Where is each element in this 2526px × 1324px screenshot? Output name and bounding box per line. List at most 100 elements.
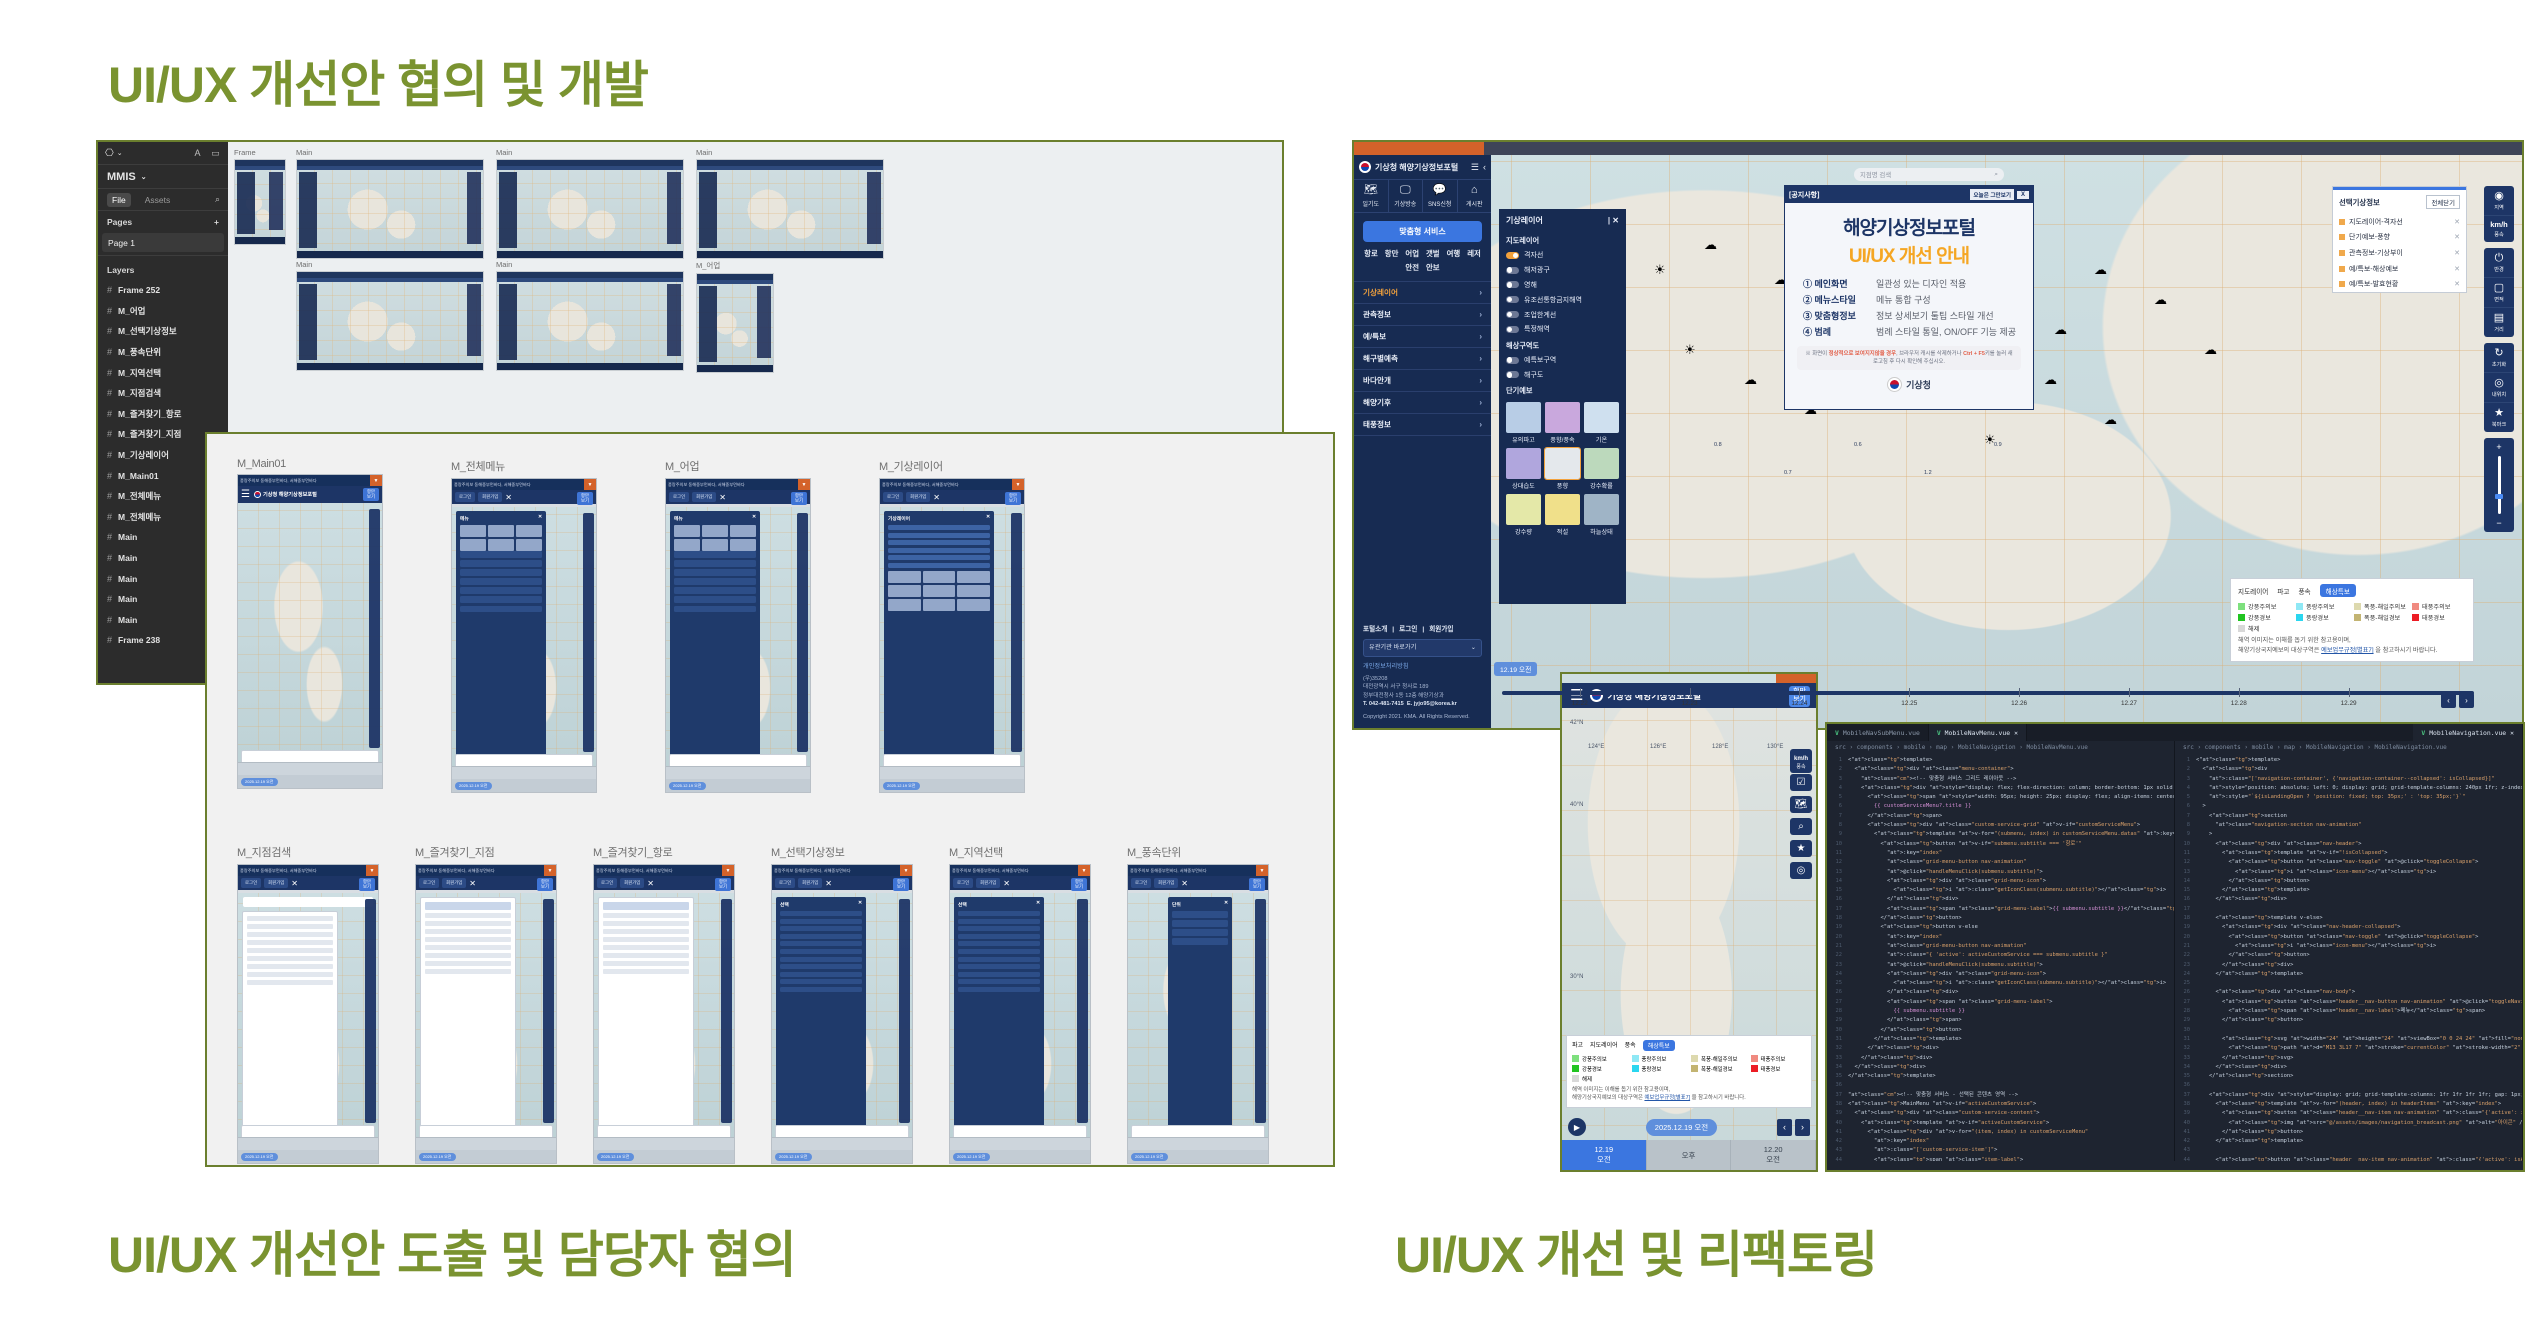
- zoom-knob[interactable]: [2495, 493, 2503, 499]
- layer-item[interactable]: #M_Main01: [98, 465, 228, 486]
- signup-chip[interactable]: 회원가입: [620, 878, 645, 888]
- selection-row[interactable]: [780, 926, 862, 932]
- signup-chip[interactable]: 회원가입: [692, 492, 717, 502]
- login-chip[interactable]: 로그인: [597, 878, 618, 888]
- sidebar-menu-item[interactable]: 관측정보›: [1354, 304, 1491, 326]
- close-popup-button[interactable]: X: [2016, 190, 2029, 199]
- frame-thumb[interactable]: [696, 159, 884, 259]
- search-field[interactable]: [243, 897, 373, 907]
- mylocation-tool-icon[interactable]: ◎: [1790, 862, 1812, 879]
- zoom-out-icon[interactable]: −: [2496, 517, 2502, 528]
- forecast-grid[interactable]: [888, 570, 990, 611]
- remove-icon[interactable]: ✕: [2454, 234, 2460, 242]
- notice-dropdown-icon[interactable]: ▼: [1078, 865, 1090, 876]
- legend-tab[interactable]: 지도레이어: [1590, 1042, 1618, 1049]
- selection-row[interactable]: [780, 956, 862, 962]
- menu-row[interactable]: [674, 605, 756, 613]
- canvas-frame[interactable]: Main: [696, 148, 884, 259]
- mobile-map-toolbar[interactable]: [365, 899, 376, 1123]
- forecast-thumb-cell[interactable]: 유의파고: [1506, 402, 1541, 444]
- menu-cell[interactable]: [488, 525, 514, 537]
- legend-tab[interactable]: 파고: [2277, 588, 2290, 596]
- close-icon[interactable]: ✕: [469, 878, 476, 888]
- service-link[interactable]: 여행: [1446, 249, 1461, 258]
- close-icon[interactable]: ✕: [933, 492, 940, 502]
- notice-dropdown-icon[interactable]: ▼: [584, 479, 596, 490]
- menu-cell[interactable]: [730, 525, 756, 537]
- sidebar-menu-item[interactable]: 기상레이어›: [1354, 282, 1491, 304]
- forecast-cell[interactable]: [957, 570, 990, 583]
- menu-cell[interactable]: [674, 525, 700, 537]
- selection-row[interactable]: [780, 964, 862, 970]
- close-all-button[interactable]: 전체닫기: [2426, 195, 2460, 209]
- favorite-row[interactable]: [425, 969, 511, 974]
- favorite-row[interactable]: [425, 937, 511, 942]
- selection-row[interactable]: [958, 941, 1040, 947]
- menu-cell[interactable]: [516, 539, 542, 551]
- menu-row[interactable]: [460, 560, 542, 567]
- favorite-row[interactable]: [425, 913, 511, 918]
- zoom-slider[interactable]: + −: [2484, 437, 2514, 532]
- notice-dropdown-icon[interactable]: ▼: [722, 865, 734, 876]
- unit-row[interactable]: [1172, 929, 1228, 936]
- mobile-timeline[interactable]: 2025.12.19 오전: [452, 779, 596, 792]
- selection-panel[interactable]: 선택✕: [954, 897, 1044, 1129]
- hamburger-icon[interactable]: ☰: [241, 488, 250, 500]
- hide-today-button[interactable]: 오늘은 그만보기: [1970, 189, 2014, 200]
- login-chip[interactable]: 로그인: [669, 492, 690, 502]
- remove-icon[interactable]: ✕: [2454, 218, 2460, 226]
- mobile-map-toolbar[interactable]: [583, 513, 594, 752]
- frame-thumb[interactable]: [296, 159, 484, 259]
- canvas-frame[interactable]: Main: [296, 260, 484, 371]
- remove-icon[interactable]: ✕: [2454, 249, 2460, 257]
- layer-toggle-row[interactable]: 영해: [1499, 278, 1626, 293]
- signup-chip[interactable]: 회원가입: [1154, 878, 1179, 888]
- menu-row[interactable]: [460, 587, 542, 594]
- layer-item[interactable]: #M_어업: [98, 301, 228, 322]
- footer-email[interactable]: E. jyjo95@korea.kr: [1406, 701, 1457, 708]
- menu-row[interactable]: [460, 578, 542, 585]
- unit-panel[interactable]: 단위✕: [1168, 897, 1232, 1129]
- favorite-row[interactable]: [425, 945, 511, 950]
- login-chip[interactable]: 로그인: [883, 492, 904, 502]
- selection-row[interactable]: [958, 948, 1040, 954]
- menu-row[interactable]: [460, 605, 542, 613]
- forecast-thumb-cell[interactable]: 하늘상태: [1584, 494, 1619, 536]
- search-icon[interactable]: ⌕: [214, 194, 220, 204]
- signup-chip[interactable]: 회원가입: [906, 492, 931, 502]
- layer-toggle-row[interactable]: 예특보구역: [1499, 353, 1626, 368]
- frame-thumb[interactable]: [296, 271, 484, 371]
- play-button[interactable]: ▶: [1568, 1118, 1586, 1136]
- result-row[interactable]: [247, 932, 333, 937]
- service-link[interactable]: 어업: [1405, 249, 1419, 258]
- layer-toggle-row[interactable]: 조업한계선: [1499, 307, 1626, 322]
- wind-unit-button[interactable]: km/h 풍속: [1790, 749, 1812, 773]
- menu-cell[interactable]: [674, 539, 700, 551]
- forecast-cell[interactable]: [922, 598, 956, 611]
- toggle-switch[interactable]: [1506, 356, 1519, 364]
- layer-item[interactable]: #M_기상레이어: [98, 445, 228, 466]
- toggle-switch[interactable]: [1506, 266, 1519, 274]
- unit-row[interactable]: [1172, 911, 1228, 918]
- close-icon[interactable]: ✕: [1003, 878, 1010, 888]
- result-row[interactable]: [247, 948, 333, 953]
- quick-link[interactable]: ⌂게시판: [1458, 180, 1492, 212]
- mobile-next-button[interactable]: ›: [1794, 1118, 1810, 1136]
- layer-toggle-row[interactable]: [888, 532, 990, 538]
- menu-row[interactable]: [460, 596, 542, 603]
- frame-thumb[interactable]: [496, 159, 684, 259]
- remove-icon[interactable]: ✕: [2454, 281, 2460, 289]
- close-icon[interactable]: ✕: [2014, 728, 2018, 737]
- menu-row[interactable]: [674, 578, 756, 585]
- timeline-next-button[interactable]: ›: [2459, 693, 2474, 708]
- notice-dropdown-icon[interactable]: ▼: [544, 865, 556, 876]
- layer-toggle-row[interactable]: 유조선통항금지해역: [1499, 292, 1626, 307]
- layers-tool-icon[interactable]: 🗺: [1790, 796, 1812, 813]
- sidebar-menu-item[interactable]: 바다안개›: [1354, 370, 1491, 392]
- bookmark-tool-icon[interactable]: ★: [1790, 840, 1812, 857]
